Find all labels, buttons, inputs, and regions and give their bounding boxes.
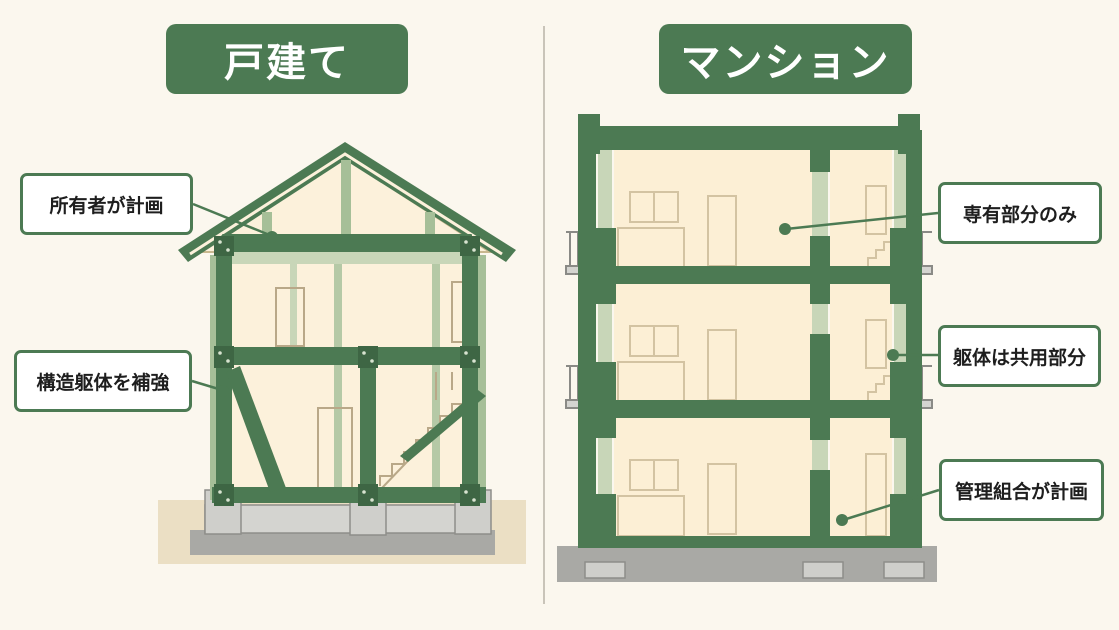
mansion-units: [614, 150, 892, 536]
leader-assoc-dot: [836, 514, 848, 526]
leader-owner-dot: [266, 231, 278, 243]
house-roof-left: [178, 142, 345, 262]
house-interior: [214, 258, 484, 498]
house-roof-right: [345, 142, 516, 262]
mansion-title: マンション: [659, 24, 912, 94]
callout-owner-plans: 所有者が計画: [20, 173, 193, 235]
leader-common-dot: [887, 349, 899, 361]
house-title: 戸建て: [166, 24, 408, 94]
leader-private: [785, 211, 939, 231]
leader-private-dot: [779, 223, 791, 235]
center-divider: [543, 26, 545, 604]
house-door-upper: [275, 287, 305, 347]
mansion-structural-frame: [578, 114, 922, 548]
mansion-illustration: [557, 114, 940, 582]
leader-reinforce: [191, 379, 223, 392]
callout-private-only: 専有部分のみ: [938, 182, 1102, 244]
callout-association-plans: 管理組合が計画: [939, 459, 1104, 521]
leader-owner: [192, 202, 273, 238]
callout-frame-common: 躯体は共用部分: [938, 325, 1101, 387]
leader-reinforce-dot: [217, 385, 229, 397]
leader-assoc: [842, 488, 940, 522]
callout-reinforce-frame: 構造躯体を補強: [14, 350, 192, 412]
house-structural-frame: [212, 234, 486, 503]
house-illustration: [158, 142, 526, 564]
